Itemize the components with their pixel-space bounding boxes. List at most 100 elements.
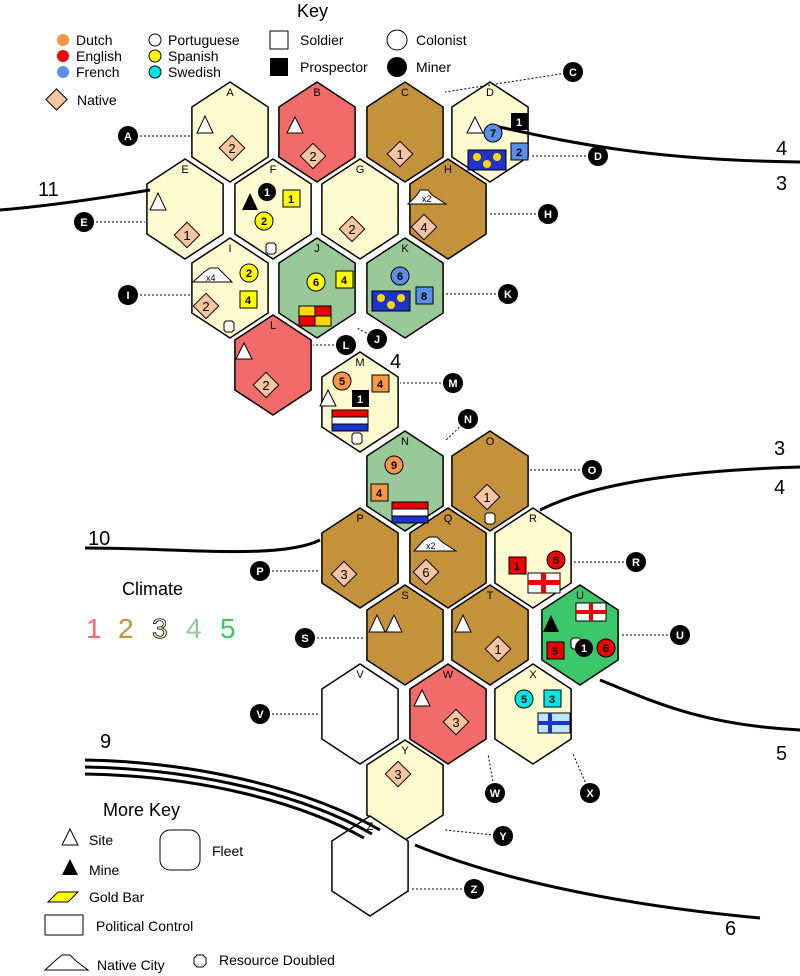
- native-marker: 2: [192, 292, 220, 320]
- dutch-soldier-token: [370, 483, 389, 502]
- climate-title: Climate: [122, 579, 183, 599]
- native-diamond-icon: [330, 560, 358, 588]
- callout-j: J: [367, 329, 387, 349]
- native-marker: 2: [252, 371, 280, 399]
- native-marker: 1: [173, 221, 201, 249]
- callout-u: U: [670, 625, 690, 645]
- callout-v: V: [250, 704, 270, 724]
- soldier-label: Soldier: [300, 32, 344, 48]
- border-number: 4: [774, 477, 785, 499]
- resource-doubled-markers: [223, 242, 582, 650]
- native-value: 6: [422, 565, 429, 580]
- miner-swatch: [387, 57, 407, 77]
- hex-letter: B: [313, 87, 320, 99]
- hex-cell: [366, 81, 444, 183]
- french-label: French: [76, 64, 120, 80]
- border-line-11: [0, 188, 151, 212]
- native-marker: 2: [338, 215, 366, 243]
- callout-y: Y: [493, 826, 513, 846]
- callout-letter: P: [256, 566, 263, 578]
- site-icon: [61, 827, 79, 846]
- native-marker: 2: [218, 134, 246, 162]
- french-soldier-count: 8: [421, 291, 427, 303]
- hex-cell: [451, 584, 529, 686]
- callout-leader: [572, 753, 591, 794]
- callout-badge: [250, 561, 270, 581]
- native-marker: 4: [410, 213, 438, 241]
- callout-letter: U: [676, 630, 684, 642]
- hex-cell: [234, 158, 312, 260]
- callout-badge: [443, 373, 463, 393]
- callout-badge: [74, 212, 94, 232]
- prospector-label: Prospector: [300, 59, 368, 75]
- spanish-flag: [298, 305, 332, 327]
- miner-token: [575, 639, 593, 657]
- climate-level-4: 4: [186, 613, 202, 644]
- border-number: 6: [725, 918, 736, 940]
- prospector-token: [352, 390, 369, 407]
- callout-p: P: [250, 561, 270, 581]
- border-line-9a: [84, 758, 381, 832]
- border-line-6: [414, 843, 761, 920]
- flag-cross-horizontal: [538, 721, 570, 725]
- swedish-swatch: [148, 65, 162, 79]
- miner-count: 1: [264, 187, 270, 199]
- callout-letter: I: [126, 290, 129, 302]
- callout-letter: J: [374, 334, 380, 346]
- border-number: 3: [776, 173, 787, 195]
- native-diamond-icon: [252, 371, 280, 399]
- site-icon: [385, 613, 403, 633]
- hex-letter: S: [401, 590, 408, 602]
- callout-w: W: [485, 783, 505, 803]
- callout-badge: [538, 204, 558, 224]
- dutch-colonist-token: [332, 371, 352, 391]
- callout-badge: [118, 285, 138, 305]
- spanish-label: Spanish: [168, 48, 219, 64]
- callout-badge: [295, 628, 315, 648]
- native-diamond-icon: [484, 635, 512, 663]
- french-swatch: [57, 66, 69, 78]
- callouts: ABCDEHIJKLMNOPRSUVWXYZ: [74, 62, 690, 899]
- english-flag: [575, 602, 607, 622]
- native-marker: 3: [330, 560, 358, 588]
- hex-letter: V: [356, 669, 364, 681]
- hex-x: X: [494, 663, 572, 765]
- hex-letter: C: [401, 87, 409, 99]
- key-legend: Key Dutch English French Portuguese Span…: [45, 1, 467, 111]
- hex-cell: [331, 815, 409, 917]
- native-value: 2: [348, 222, 355, 237]
- swedish-colonist-token: [514, 689, 534, 709]
- hex-letter: R: [529, 513, 537, 525]
- callout-d: D: [588, 146, 608, 166]
- hex-z: Z: [331, 815, 409, 917]
- english-colonist-token: [546, 550, 566, 570]
- native-marker: 3: [442, 708, 470, 736]
- site-icon: [286, 115, 304, 134]
- hex-cell: [321, 158, 399, 260]
- fleur-de-lis-icon: [473, 153, 481, 161]
- dutch-flag: [331, 409, 369, 432]
- hex-t: T: [451, 584, 529, 686]
- native-marker: 1: [473, 483, 501, 511]
- hex-cell: [234, 314, 312, 416]
- mine-icon: [242, 193, 258, 210]
- colonist-swatch: [386, 29, 408, 51]
- flag-quarter: [298, 315, 316, 327]
- native-diamond-icon: [410, 213, 438, 241]
- border-line-4-3-top: [489, 123, 800, 164]
- portuguese-label: Portuguese: [168, 32, 240, 48]
- hex-letter: Y: [401, 745, 409, 757]
- dutch-soldier-count: 4: [376, 488, 383, 500]
- callout-i: I: [118, 285, 138, 305]
- hex-cell: [451, 430, 529, 532]
- callout-badge: [367, 329, 387, 349]
- swedish-colonist-count: 5: [521, 694, 527, 706]
- site-icon: [196, 114, 214, 134]
- hex-cell: [366, 584, 444, 686]
- hex-letter: Q: [444, 513, 453, 525]
- callout-badge: [118, 126, 138, 146]
- hex-cell: [278, 81, 356, 183]
- callout-letter: L: [343, 340, 350, 352]
- callout-letter: K: [504, 289, 512, 301]
